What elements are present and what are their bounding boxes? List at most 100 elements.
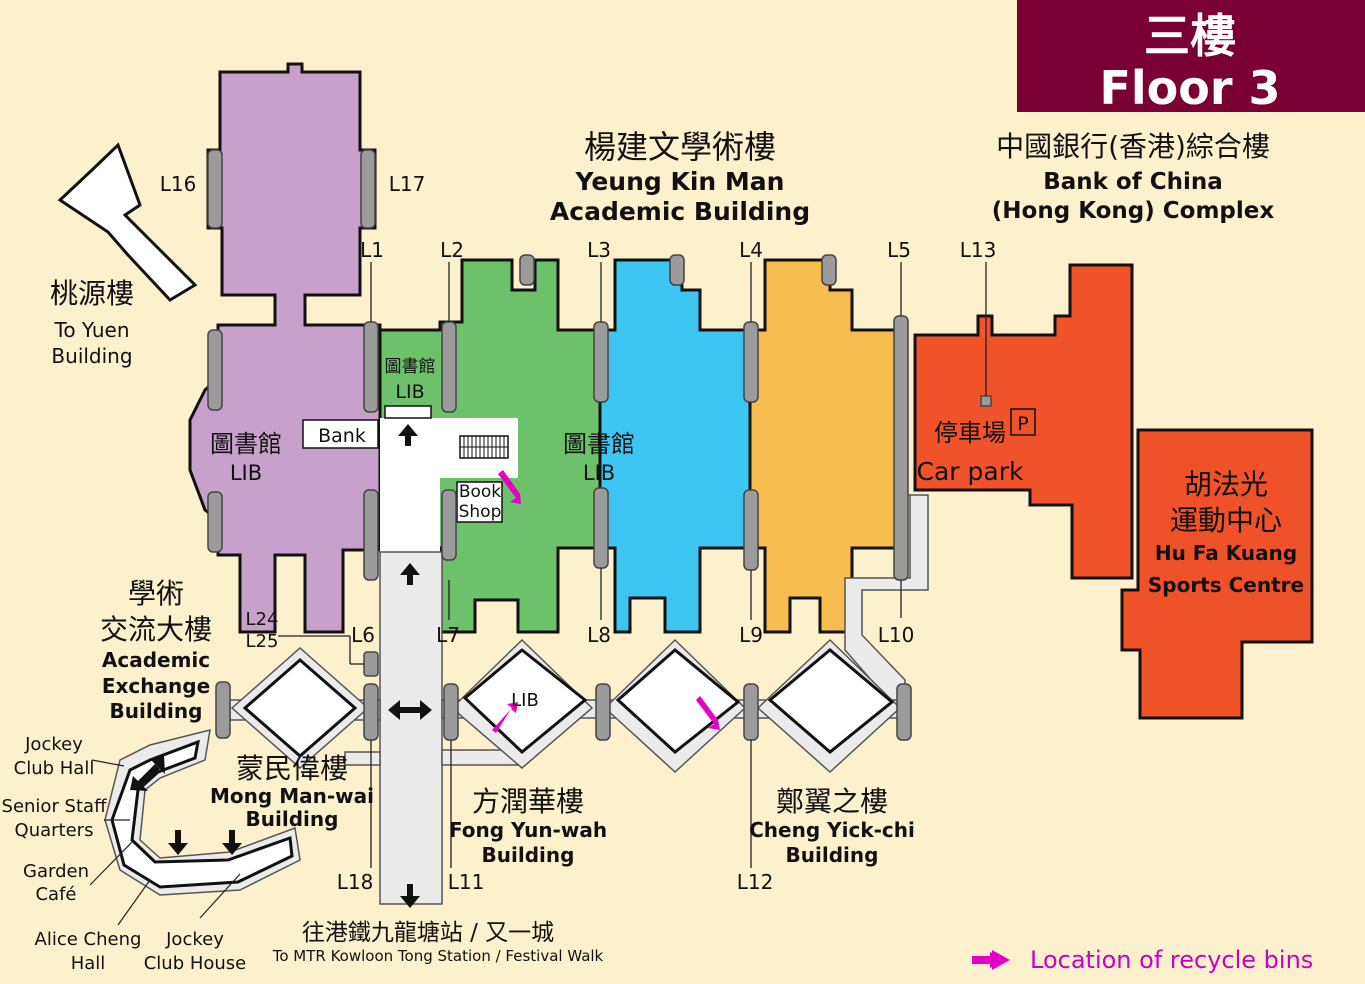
lift-l16: L16: [160, 172, 197, 196]
lib-purple-en: LIB: [230, 461, 262, 485]
recycle-arrow-icon: [492, 702, 518, 733]
floor-chinese: 三樓: [1144, 9, 1236, 63]
lift-l17: L17: [389, 172, 426, 196]
boc-english-2: (Hong Kong) Complex: [992, 198, 1275, 224]
ach-line-2: Hall: [71, 953, 106, 974]
cyc-chinese: 鄭翼之樓: [776, 785, 888, 818]
fyw-chinese: 方潤華樓: [472, 785, 584, 818]
aeb-english-2: Exchange: [102, 674, 210, 698]
lift-l7: L7: [436, 623, 460, 647]
lift-l25: L25: [246, 631, 279, 652]
lift-l1: L1: [360, 238, 384, 262]
jch-line-2: Club Hall: [14, 758, 95, 779]
book-shop-line-1: Book: [459, 482, 501, 502]
area-labels: 圖書館 LIB 圖書館 LIB 圖書館 LIB Bank Book Shop 停…: [210, 357, 1036, 711]
lib-green-small-en: LIB: [395, 381, 424, 403]
fyw-english-2: Building: [482, 843, 575, 867]
arrow-down-icon: [400, 884, 420, 908]
arrow-up-icon: [400, 563, 420, 585]
aeb-english-1: Academic: [102, 648, 210, 672]
lift-leader-lines: [278, 262, 987, 868]
lift-l9: L9: [739, 623, 763, 647]
exit-chinese: 往港鐵九龍塘站 / 又一城: [302, 920, 554, 946]
recycle-arrow-icon: [498, 470, 521, 504]
to-yuen-english-2: Building: [51, 344, 132, 368]
parking-icon: [1010, 408, 1036, 436]
hfk-chinese-2: 運動中心: [1170, 504, 1282, 537]
cyc-english-2: Building: [786, 843, 879, 867]
lift-l2: L2: [440, 238, 464, 262]
car-park-en: Car park: [917, 457, 1024, 486]
book-shop-line-2: Shop: [459, 502, 502, 522]
aeb-chinese-1: 學術: [128, 577, 184, 610]
arrow-up-icon: [398, 424, 418, 446]
lift-l24: L24: [246, 609, 279, 630]
ykm-english-2: Academic Building: [550, 197, 810, 226]
diamond-building-blue: [603, 638, 747, 774]
jchouse-line-2: Club House: [144, 953, 247, 974]
lift-l13: L13: [960, 238, 997, 262]
lift-l3: L3: [587, 238, 611, 262]
mmw-english-1: Mong Man-wai: [210, 784, 374, 808]
cyc-english-1: Cheng Yick-chi: [749, 818, 915, 842]
cheng-yick-chi-building-shape: [756, 638, 902, 774]
lift-l8: L8: [587, 623, 611, 647]
lib-blue-cn: 圖書館: [563, 430, 635, 458]
to-yuen-english-1: To Yuen: [54, 318, 130, 342]
arrow-down-icon: [222, 830, 242, 855]
sports-centre-shape: [1120, 428, 1314, 720]
ykm-chinese: 楊建文學術樓: [584, 128, 776, 166]
aeb-english-3: Building: [110, 699, 203, 723]
hfk-english-2: Sports Centre: [1148, 573, 1304, 597]
lift-l5: L5: [887, 238, 911, 262]
lift-l4: L4: [739, 238, 763, 262]
orange-wing: [748, 258, 902, 634]
boc-english-1: Bank of China: [1043, 169, 1223, 195]
to-yuen-building-shape: [57, 142, 198, 302]
mmw-english-2: Building: [246, 807, 339, 831]
lift-l6: L6: [351, 623, 375, 647]
floor-banner: [1017, 0, 1365, 112]
lift-l18: L18: [337, 870, 374, 894]
arrow-diagonal-icon: [130, 764, 160, 791]
building-labels: 楊建文學術樓 Yeung Kin Man Academic Building 中…: [2, 128, 1305, 974]
hfk-english-1: Hu Fa Kuang: [1155, 541, 1297, 565]
boc-chinese: 中國銀行(香港)綜合樓: [996, 130, 1270, 163]
jch-line-1: Jockey: [24, 734, 83, 755]
cafe-line-1: Garden: [23, 861, 89, 882]
to-yuen-chinese: 桃源樓: [50, 277, 134, 310]
lib-green-small-cn: 圖書館: [385, 357, 436, 377]
central-concourse: [302, 405, 518, 552]
fyw-english-1: Fong Yun-wah: [449, 818, 607, 842]
bank-of-china-complex-shape: [913, 263, 1134, 580]
ssq-line-1: Senior Staff: [2, 796, 108, 817]
lift-l12: L12: [737, 870, 774, 894]
floor-english: Floor 3: [1099, 61, 1280, 115]
recycle-arrow-icon: [696, 696, 720, 730]
parking-sign: P: [1017, 413, 1028, 435]
lib-blue-en: LIB: [583, 461, 615, 485]
arrow-left-right-icon: [388, 700, 432, 720]
ssq-line-2: Quarters: [15, 820, 94, 841]
arrow-down-icon: [168, 830, 188, 855]
aeb-chinese-2: 交流大樓: [100, 613, 212, 646]
complex-leader-lines: [89, 759, 241, 926]
exit-english: To MTR Kowloon Tong Station / Festival W…: [272, 947, 604, 965]
lift-blocks: [207, 149, 992, 741]
hfk-chinese-1: 胡法光: [1184, 468, 1268, 501]
recycle-arrow-icon: [972, 950, 1010, 970]
lib-purple-cn: 圖書館: [210, 430, 282, 458]
jchouse-line-1: Jockey: [165, 929, 224, 950]
lift-l10: L10: [878, 623, 915, 647]
car-park-cn: 停車場: [934, 419, 1006, 447]
ach-line-1: Alice Cheng: [35, 929, 142, 950]
legend: Location of recycle bins: [972, 946, 1313, 974]
bank-label: Bank: [318, 425, 366, 447]
mmw-chinese: 蒙民偉樓: [236, 752, 348, 785]
arrow-diagonal-icon: [150, 756, 165, 774]
ykm-english-1: Yeung Kin Man: [575, 167, 785, 196]
lift-l11: L11: [448, 870, 485, 894]
legend-label: Location of recycle bins: [1030, 946, 1313, 974]
